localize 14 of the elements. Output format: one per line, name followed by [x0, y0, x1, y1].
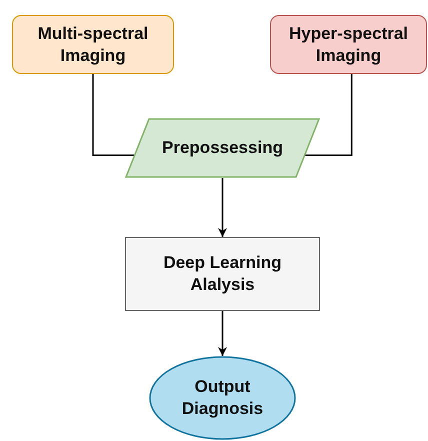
arrow [218, 311, 227, 356]
ellipse [149, 356, 296, 440]
connector-line [92, 74, 134, 156]
node-label: Prepossessing [162, 137, 283, 159]
arrow [218, 178, 227, 237]
process-box [125, 237, 320, 311]
connector-line [305, 74, 352, 156]
node-label: Output Diagnosis [180, 376, 264, 420]
node-label: Hyper-spectral Imaging [288, 22, 410, 66]
rounded-box [12, 15, 174, 74]
node-label: Deep Learning Alalysis [162, 252, 283, 296]
parallelogram [125, 118, 320, 178]
node-label: Multi-spectral Imaging [36, 22, 150, 66]
rounded-box [270, 15, 427, 74]
